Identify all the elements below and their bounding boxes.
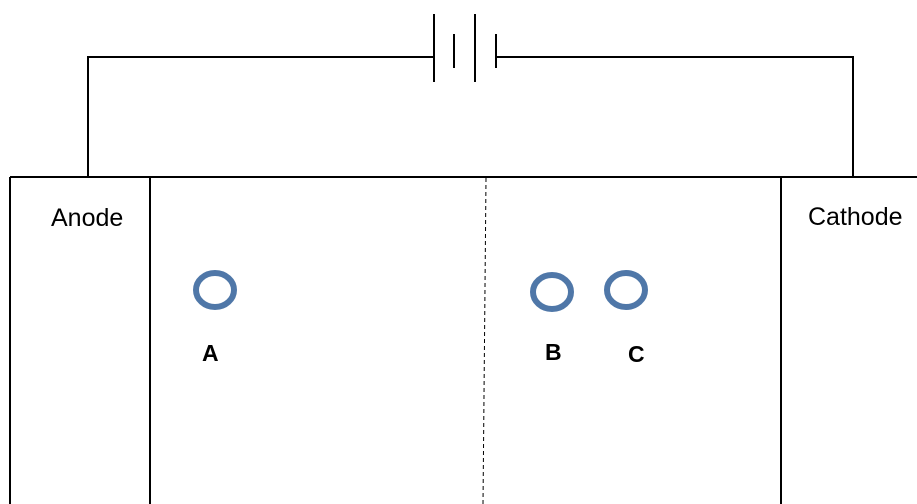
spot-c: C <box>604 270 648 367</box>
anode-label: Anode <box>51 204 123 232</box>
spot-c-label: C <box>628 341 645 367</box>
battery-icon <box>433 14 497 82</box>
spot-b-ring <box>530 272 574 312</box>
anode-wire <box>87 56 433 178</box>
center-well-line <box>482 177 487 504</box>
cathode-wire <box>497 56 854 178</box>
spot-c-ring <box>604 270 648 310</box>
spot-b: B <box>530 272 574 365</box>
circuit-wires <box>87 56 854 178</box>
spot-b-label: B <box>545 339 562 365</box>
spot-a-ring <box>193 270 237 310</box>
spot-a: A <box>193 270 237 366</box>
cathode-label: Cathode <box>808 203 903 231</box>
gel-box <box>9 176 917 504</box>
spot-a-label: A <box>202 340 219 366</box>
